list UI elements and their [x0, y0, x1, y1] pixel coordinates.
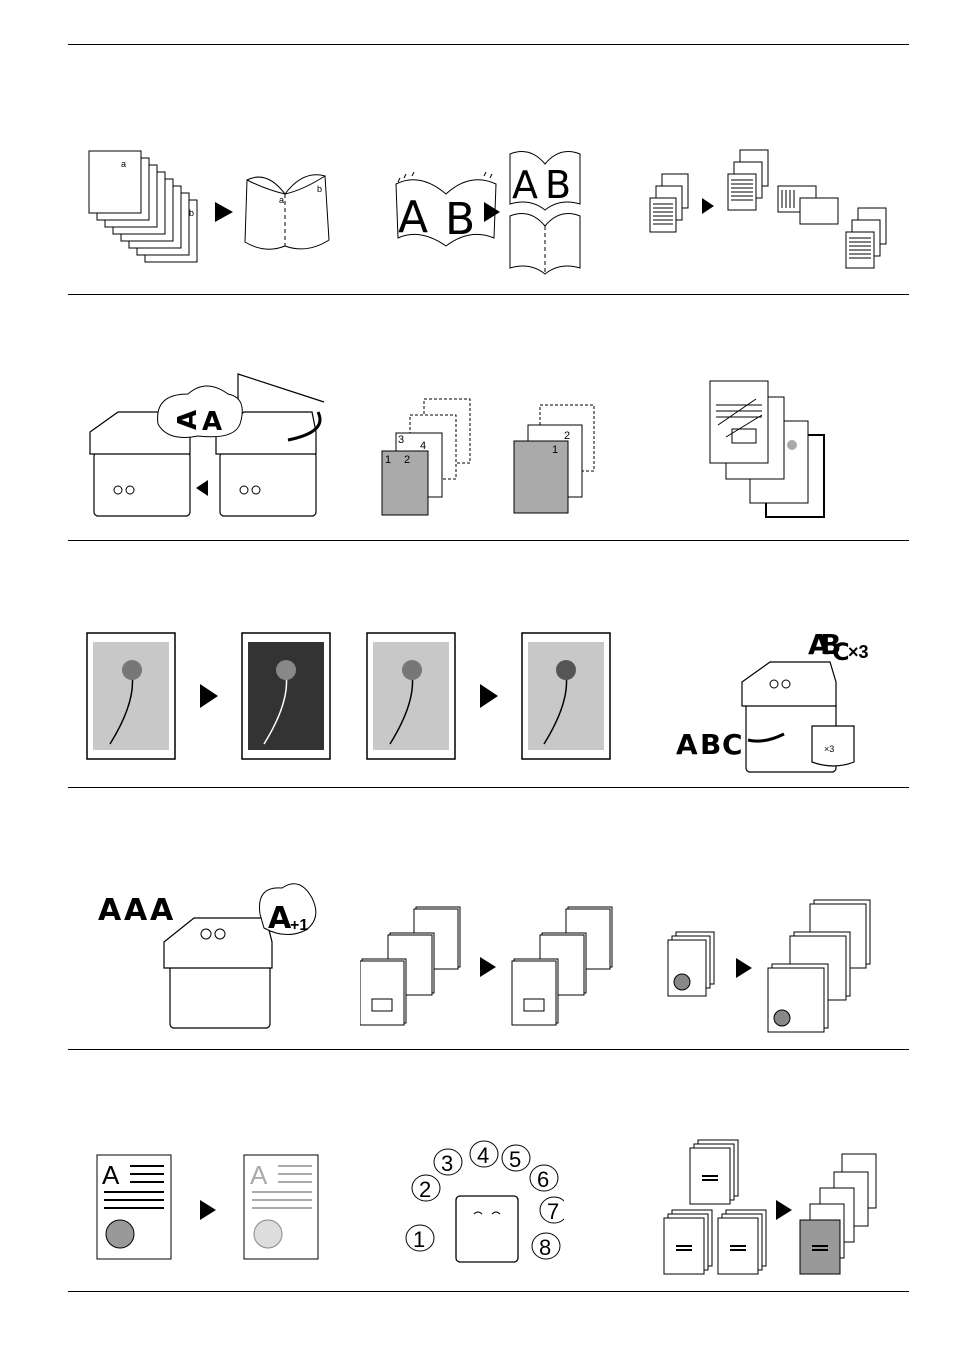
interrupt-letter-a-1: A: [98, 893, 122, 928]
cover-insert-illustration: [663, 1139, 877, 1275]
divider-bottom: [68, 1291, 909, 1292]
book-letter-a: A: [398, 192, 428, 243]
page-sequence-number-2: 2: [564, 430, 570, 442]
interrupt-letter-a-bubble: A: [268, 901, 292, 936]
page-number-1: 1: [385, 454, 391, 466]
page-number-2: 2: [404, 454, 410, 466]
arrow-icon: [736, 958, 752, 978]
flower-icon: [276, 660, 296, 680]
program-letter-b: B: [820, 628, 841, 661]
user-number: 3: [441, 1151, 453, 1176]
book-copy-letter-a: A: [512, 163, 538, 207]
program-letter-c: C: [832, 638, 850, 666]
pie-chart-icon: [253, 1219, 283, 1249]
user-number: 5: [509, 1147, 521, 1172]
divider-3: [68, 787, 909, 788]
arrow-icon: [480, 957, 496, 977]
interrupt-copy-illustration: A A A A +1: [98, 883, 317, 1029]
arrow-icon: [200, 1200, 216, 1220]
abc-letter-a: A: [676, 728, 698, 761]
negative-image-illustration: [86, 632, 331, 760]
pie-chart-icon: [673, 973, 691, 991]
arrow-icon: [200, 684, 218, 708]
abc-letter-b: B: [700, 728, 721, 761]
divider-1: [68, 294, 909, 295]
arrow-icon: [480, 684, 498, 708]
overlay-illustration: [709, 380, 825, 518]
combine-illustration: [649, 149, 887, 269]
page-number-3: 3: [398, 434, 404, 446]
page-sequence-illustration: 3 4 1 2 2 1: [381, 398, 595, 516]
copier-eye-icon: [125, 485, 135, 495]
toner-save-illustration: A A: [96, 1154, 319, 1260]
plus-one-label: +1: [290, 917, 308, 934]
book-letter-b: B: [445, 194, 475, 245]
booklet-illustration: a b a b: [88, 150, 330, 263]
user-number: 2: [419, 1177, 431, 1202]
arrow-icon: [702, 198, 714, 214]
copier-eye-icon: [239, 485, 249, 495]
divider-4: [68, 1049, 909, 1050]
duplex-copier-illustration: A A: [89, 373, 325, 517]
toner-letter-a: A: [102, 1160, 120, 1190]
page-number-4: 4: [420, 440, 426, 452]
user-number: 4: [477, 1143, 489, 1168]
program-copy-illustration: A B C ×3 A B C ×3: [676, 628, 869, 773]
copier-eye-icon: [769, 679, 779, 689]
arrow-icon: [215, 202, 233, 222]
interrupt-letter-a-2: A: [124, 893, 148, 928]
overlay-image-icon: [787, 440, 797, 450]
job-separation-illustration: [360, 906, 613, 1026]
flower-icon: [122, 660, 142, 680]
program-users-illustration: 1 2 3 4 5 6 7 8: [405, 1140, 564, 1263]
copier-eye-icon: [251, 485, 261, 495]
arrow-icon: [776, 1200, 792, 1220]
flower-icon: [556, 660, 576, 680]
duplex-letter-a-back: A: [173, 410, 203, 430]
copier-eye-icon: [781, 679, 791, 689]
times-three-label: ×3: [848, 642, 869, 662]
copier-eye-icon: [200, 928, 212, 940]
pie-chart-icon: [773, 1009, 791, 1027]
divider-2: [68, 540, 909, 541]
abc-letter-c: C: [722, 728, 743, 761]
page-sequence-number-1: 1: [552, 444, 558, 456]
interrupt-letter-a-3: A: [150, 893, 174, 928]
multi-page-illustration: [667, 899, 871, 1033]
arrow-icon: [484, 202, 500, 222]
user-number: 1: [413, 1227, 425, 1252]
user-number: 6: [537, 1167, 549, 1192]
copier-eye-icon: [113, 485, 123, 495]
program-letter-a: A: [808, 628, 830, 661]
pie-chart-icon: [105, 1219, 135, 1249]
small-times-three-label: ×3: [824, 744, 834, 754]
booklet-open-left-label: a: [279, 195, 284, 205]
duplex-letter-a-front: A: [202, 407, 222, 437]
booklet-last-page-label: b: [189, 208, 194, 218]
booklet-first-page-label: a: [121, 159, 126, 169]
user-number: 8: [539, 1235, 551, 1260]
divider-top: [68, 44, 909, 45]
arrow-left-icon: [196, 480, 208, 496]
copier-eye-icon: [214, 928, 226, 940]
user-number: 7: [547, 1199, 559, 1224]
sharpness-illustration: [366, 632, 611, 760]
flower-icon: [402, 660, 422, 680]
book-copy-illustration: A B A B: [395, 151, 581, 275]
booklet-open-right-label: b: [317, 184, 322, 194]
toner-letter-a-light: A: [250, 1160, 268, 1190]
book-copy-letter-b: B: [545, 163, 571, 207]
